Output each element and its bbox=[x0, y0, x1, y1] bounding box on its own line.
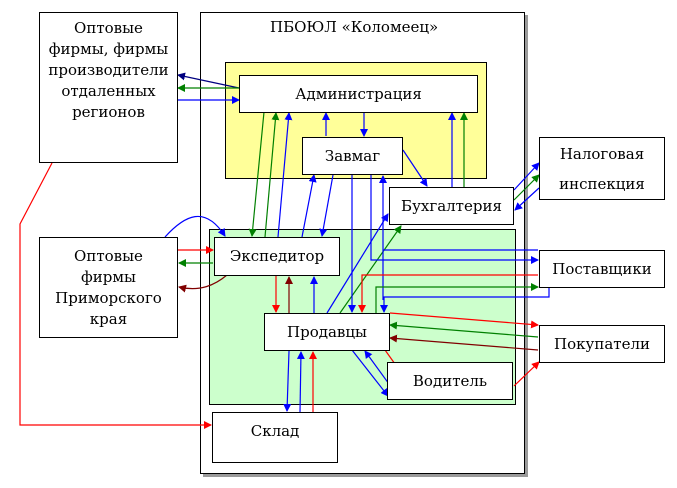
node-expeditor: Экспедитор bbox=[214, 237, 340, 276]
node-wholesale-primorye-line: края bbox=[89, 309, 128, 328]
edge-buyers-to-sellers-darkred bbox=[389, 334, 539, 351]
edge-zavmag-to-suppliers bbox=[370, 175, 539, 264]
edge-buyers-to-sellers-green bbox=[389, 321, 539, 338]
edge-suppliers-to-sellers-blue bbox=[380, 288, 550, 313]
edge-sellers-to-warehouse-blue bbox=[283, 350, 292, 412]
edge-warehouse-to-sellers-blue bbox=[296, 351, 305, 413]
node-buyers: Покупатели bbox=[539, 325, 665, 363]
node-wholesale-remote-line: фирмы, фирмы bbox=[48, 40, 169, 58]
edge-admin-to-remote-navy bbox=[177, 72, 240, 89]
node-warehouse: Склад bbox=[212, 412, 338, 463]
organization-title: ПБОЮЛ «Коломеец» bbox=[270, 18, 439, 36]
edge-tax-to-accounting-blue bbox=[514, 187, 540, 211]
node-tax-line: инспекция bbox=[559, 174, 645, 193]
edge-expeditor-to-zavmag bbox=[301, 174, 317, 238]
edge-expeditor-to-admin-blue bbox=[277, 112, 293, 238]
edge-accounting-to-tax-green bbox=[513, 174, 540, 201]
node-administration: Администрация bbox=[239, 75, 478, 113]
node-wholesale-remote-line: регионов bbox=[72, 103, 145, 121]
edge-accounting-to-tax-blue bbox=[513, 162, 540, 191]
edge-zavmag-to-accounting bbox=[402, 149, 428, 187]
node-wholesale-primorye: Оптовые фирмы Приморского края bbox=[39, 237, 178, 338]
edge-driver-to-buyers-red bbox=[513, 361, 540, 387]
edge-expeditor-to-primorye-darkred bbox=[178, 274, 228, 293]
node-wholesale-remote: Оптовые фирмы, фирмы производители отдал… bbox=[39, 12, 178, 163]
node-zavmag: Завмаг bbox=[302, 137, 403, 175]
edge-sellers-to-driver-blue bbox=[351, 349, 389, 397]
edge-zavmag-to-expeditor bbox=[319, 174, 334, 237]
node-wholesale-remote-line: производители bbox=[48, 61, 169, 79]
node-wholesale-remote-line: отдаленных bbox=[61, 82, 156, 100]
node-wholesale-primorye-line: Оптовые bbox=[74, 246, 143, 265]
node-wholesale-remote-line: Оптовые bbox=[74, 19, 143, 37]
edge-driver-to-sellers-blue bbox=[364, 350, 390, 385]
edge-expeditor-to-admin-green bbox=[264, 112, 280, 238]
edge-sellers-to-accounting-green bbox=[339, 225, 402, 314]
node-tax: Налоговая инспекция bbox=[539, 137, 665, 200]
edge-admin-to-expeditor-green bbox=[248, 111, 265, 237]
edge-sellers-to-suppliers-green bbox=[375, 283, 539, 313]
node-sellers: Продавцы bbox=[264, 313, 390, 351]
node-driver: Водитель bbox=[387, 362, 513, 400]
edge-remote-to-warehouse-red bbox=[19, 162, 212, 429]
edge-primorye-to-expeditor-blue bbox=[164, 216, 226, 238]
node-wholesale-primorye-line: фирмы bbox=[81, 267, 136, 286]
node-tax-line: Налоговая bbox=[559, 144, 645, 163]
node-suppliers: Поставщики bbox=[539, 250, 665, 288]
node-accounting: Бухгалтерия bbox=[389, 187, 514, 225]
edge-suppliers-to-sellers-red bbox=[358, 274, 538, 313]
edge-sellers-to-buyers-red bbox=[389, 312, 539, 329]
node-wholesale-primorye-line: Приморского bbox=[55, 288, 162, 307]
edge-sellers-to-accounting-blue bbox=[326, 213, 389, 314]
